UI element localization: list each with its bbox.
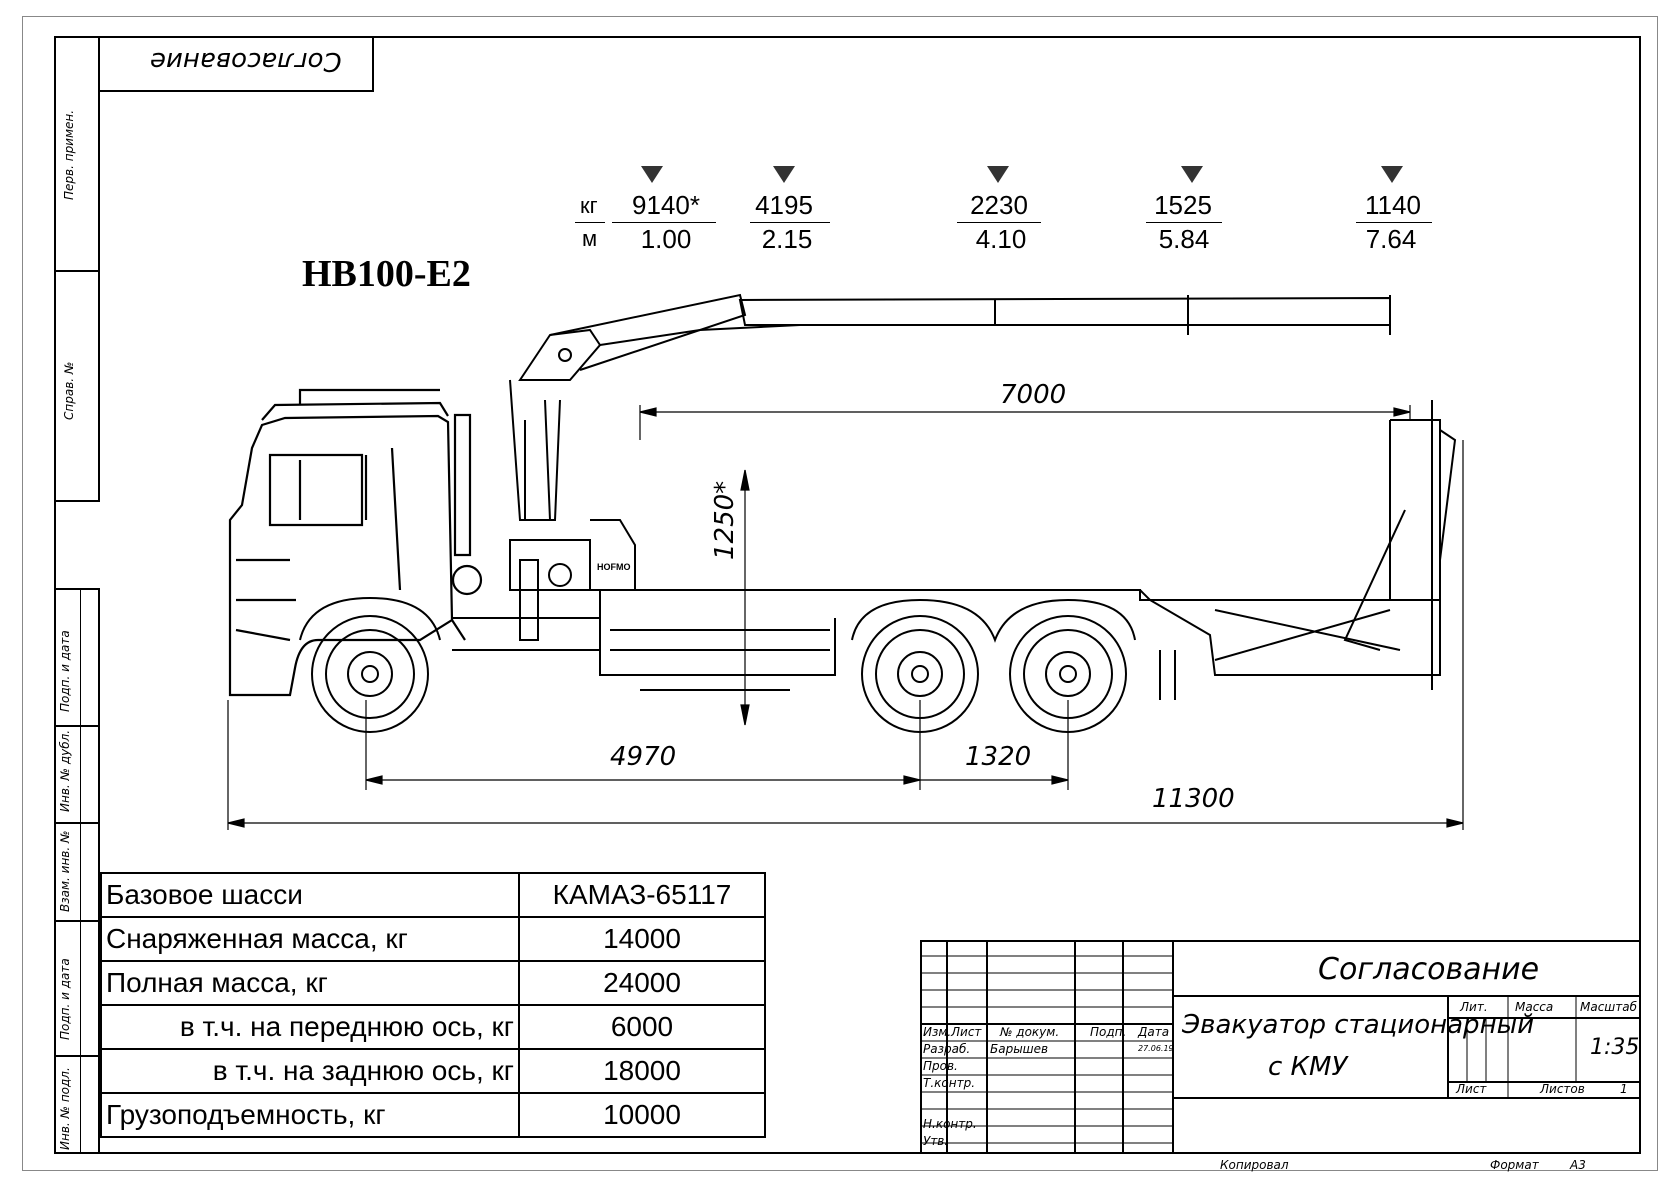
side-divider bbox=[54, 725, 100, 727]
dim-platform-length: 7000 bbox=[1000, 380, 1067, 410]
spec-value: 18000 bbox=[518, 1048, 766, 1094]
front-wheel bbox=[299, 596, 441, 733]
load-m-2: 2.15 bbox=[761, 224, 813, 254]
load-m-1: 1.00 bbox=[640, 224, 692, 254]
side-divider bbox=[54, 822, 100, 824]
title-block bbox=[920, 940, 1641, 1154]
crane-column bbox=[509, 379, 636, 641]
tb-title-line1: Эвакуатор стационарный bbox=[1182, 1010, 1534, 1040]
side-strip-lower bbox=[54, 588, 100, 1154]
side-strip bbox=[54, 36, 100, 502]
truck-cab bbox=[228, 388, 483, 697]
load-kg-4: 1525 bbox=[1154, 190, 1212, 220]
dim-height: 1250* bbox=[710, 480, 740, 560]
load-kg-5: 1140 bbox=[1365, 190, 1421, 220]
spec-value: 24000 bbox=[518, 960, 766, 1006]
spec-value: 10000 bbox=[518, 1092, 766, 1138]
tb-col-izm: Изм. bbox=[923, 1025, 952, 1039]
tb-row-prov: Пров. bbox=[923, 1059, 958, 1073]
unit-kg: кг bbox=[580, 193, 598, 218]
tb-copied: Копировал bbox=[1220, 1158, 1289, 1172]
load-marker-icon bbox=[987, 166, 1009, 183]
unit-m: м bbox=[582, 226, 598, 251]
tb-col-podp: Подп. bbox=[1090, 1025, 1127, 1039]
tb-title-line2: с КМУ bbox=[1268, 1052, 1348, 1082]
tb-col-list: Лист bbox=[951, 1025, 982, 1039]
side-divider bbox=[54, 1055, 100, 1057]
dim-rear-axles: 1320 bbox=[965, 742, 1032, 772]
load-underline bbox=[1146, 222, 1222, 223]
tb-sheet: Лист bbox=[1456, 1082, 1487, 1096]
tb-header: Согласование bbox=[1318, 952, 1540, 987]
unit-underline bbox=[575, 222, 605, 223]
drawing-frame bbox=[54, 36, 1641, 1154]
tb-row-utv: Утв. bbox=[923, 1134, 949, 1148]
dim-overall-length: 11300 bbox=[1152, 784, 1235, 814]
load-marker-icon bbox=[773, 166, 795, 183]
side-strip-divider bbox=[54, 270, 100, 272]
tb-col-doc: № докум. bbox=[1000, 1025, 1060, 1039]
load-marker-icon bbox=[1381, 166, 1403, 183]
load-underline bbox=[612, 222, 716, 223]
tb-format-value: А3 bbox=[1570, 1158, 1586, 1172]
load-kg-3: 2230 bbox=[970, 190, 1028, 220]
tb-row-tkontr: Т.контр. bbox=[923, 1076, 976, 1090]
load-marker-icon bbox=[641, 166, 663, 183]
load-m-4: 5.84 bbox=[1158, 224, 1210, 254]
tb-sheets: Листов bbox=[1540, 1082, 1585, 1096]
spec-value: 14000 bbox=[518, 916, 766, 962]
title-block-grid bbox=[920, 940, 1641, 1154]
load-m-3: 4.10 bbox=[975, 224, 1027, 254]
rear-fenders bbox=[851, 598, 1136, 643]
load-m-5: 7.64 bbox=[1365, 224, 1417, 254]
tb-date: 27.06.19 bbox=[1138, 1044, 1174, 1053]
outer-border bbox=[22, 16, 1658, 1171]
spec-label: Грузоподъемность, кг bbox=[100, 1092, 520, 1138]
spec-label: Снаряженная масса, кг bbox=[100, 916, 520, 962]
tb-format-label: Формат bbox=[1490, 1158, 1539, 1172]
tb-lit: Лит. bbox=[1460, 1000, 1488, 1014]
crane-boom bbox=[518, 293, 1391, 381]
model-title: НВ100-Е2 bbox=[302, 253, 471, 295]
tb-sheets-count: 1 bbox=[1620, 1082, 1628, 1096]
spec-value: 6000 bbox=[518, 1004, 766, 1050]
spec-label: Полная масса, кг bbox=[100, 960, 520, 1006]
chassis-platform bbox=[452, 589, 1150, 691]
load-underline bbox=[957, 222, 1041, 223]
tb-col-data: Дата bbox=[1138, 1025, 1170, 1039]
spec-value: КАМАЗ-65117 bbox=[518, 872, 766, 918]
tb-row-razrab: Разраб. bbox=[923, 1042, 971, 1056]
tb-scale: 1:35 bbox=[1590, 1035, 1640, 1060]
side-vline bbox=[80, 588, 81, 1154]
crane-brand-label: HOFMO bbox=[597, 562, 631, 572]
dimension-lines bbox=[227, 405, 1464, 830]
spec-label: в т.ч. на заднюю ось, кг bbox=[100, 1048, 520, 1094]
load-kg-1: 9140* bbox=[632, 190, 700, 220]
tb-developer: Барышев bbox=[990, 1042, 1049, 1056]
spec-label: Базовое шасси bbox=[100, 872, 520, 918]
dim-wheelbase: 4970 bbox=[610, 742, 677, 772]
stamp-box bbox=[100, 36, 374, 92]
load-underline bbox=[1356, 222, 1432, 223]
load-kg-2: 4195 bbox=[755, 190, 813, 220]
tb-masshtab: Масштаб bbox=[1580, 1000, 1638, 1014]
spec-label: в т.ч. на переднюю ось, кг bbox=[100, 1004, 520, 1050]
tb-row-nkontr: Н.контр. bbox=[923, 1117, 977, 1131]
load-underline bbox=[750, 222, 830, 223]
tow-ramp bbox=[1139, 400, 1457, 700]
load-marker-icon bbox=[1181, 166, 1203, 183]
tb-massa: Масса bbox=[1515, 1000, 1554, 1014]
side-divider bbox=[54, 920, 100, 922]
